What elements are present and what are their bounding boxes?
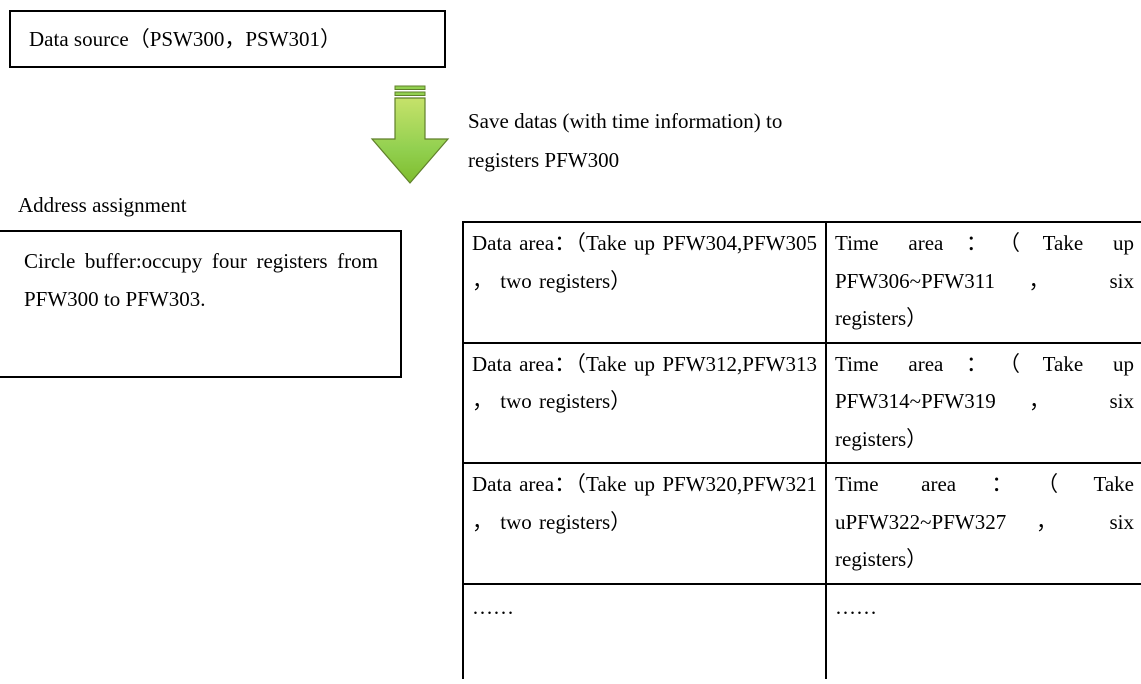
table-row: Data area：（Take up PFW304,PFW305 ， two r… [462, 221, 1141, 344]
circle-buffer-box: Circle buffer:occupy four registers from… [0, 230, 402, 378]
down-arrow-icon [370, 85, 450, 184]
table-row: Data area：（Take up PFW320,PFW321 ， two r… [462, 462, 1141, 585]
save-description-line2: registers PFW300 [468, 148, 620, 172]
save-description-line1: Save datas (with time information) to [468, 109, 783, 133]
time-area-cell: Time area：（Take up PFW306~PFW311 ， six r… [825, 221, 1141, 344]
time-area-ellipsis-cell: …… [825, 582, 1141, 679]
circle-buffer-text: Circle buffer:occupy four registers from… [24, 249, 378, 311]
data-area-ellipsis-cell: …… [462, 582, 827, 679]
data-area-cell: Data area：（Take up PFW304,PFW305 ， two r… [462, 221, 827, 344]
register-table: Data area：（Take up PFW304,PFW305 ， two r… [462, 221, 1141, 679]
data-source-label: Data source（PSW300，PSW301） [29, 27, 342, 51]
table-row: …… …… [462, 582, 1141, 679]
address-assignment-label: Address assignment [18, 193, 187, 217]
data-area-cell: Data area：（Take up PFW320,PFW321 ， two r… [462, 462, 827, 585]
data-area-cell: Data area：（Take up PFW312,PFW313 ， two r… [462, 341, 827, 464]
table-row: Data area：（Take up PFW312,PFW313 ， two r… [462, 341, 1141, 464]
time-area-cell: Time area：（Take up PFW314~PFW319 ， six r… [825, 341, 1141, 464]
data-source-box: Data source（PSW300，PSW301） [9, 10, 446, 68]
time-area-cell: Time area：（Take uPFW322~PFW327 ， six reg… [825, 462, 1141, 585]
